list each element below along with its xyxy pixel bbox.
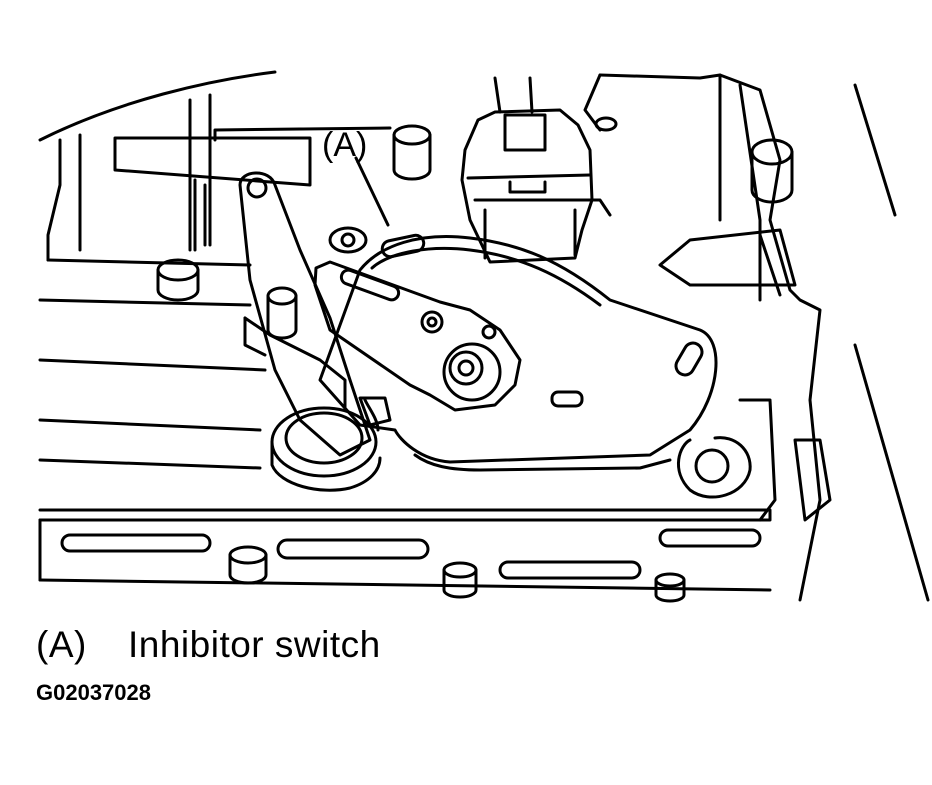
legend: (A) Inhibitor switch (36, 620, 381, 670)
legend-key: (A) (36, 624, 87, 665)
manual-lever-plate (313, 260, 522, 412)
transmission-illustration: (A) (38, 70, 930, 603)
figure-code: G02037028 (36, 680, 151, 705)
callout-label: (A) (322, 126, 367, 164)
electrical-connector (460, 76, 612, 264)
case-bolts (228, 545, 686, 603)
case-pins (156, 116, 794, 302)
callout-leader-line (354, 156, 390, 227)
manual-lever (238, 171, 392, 492)
inhibitor-switch (318, 226, 752, 499)
case-slots (60, 528, 762, 580)
legend-text: Inhibitor switch (128, 624, 381, 665)
